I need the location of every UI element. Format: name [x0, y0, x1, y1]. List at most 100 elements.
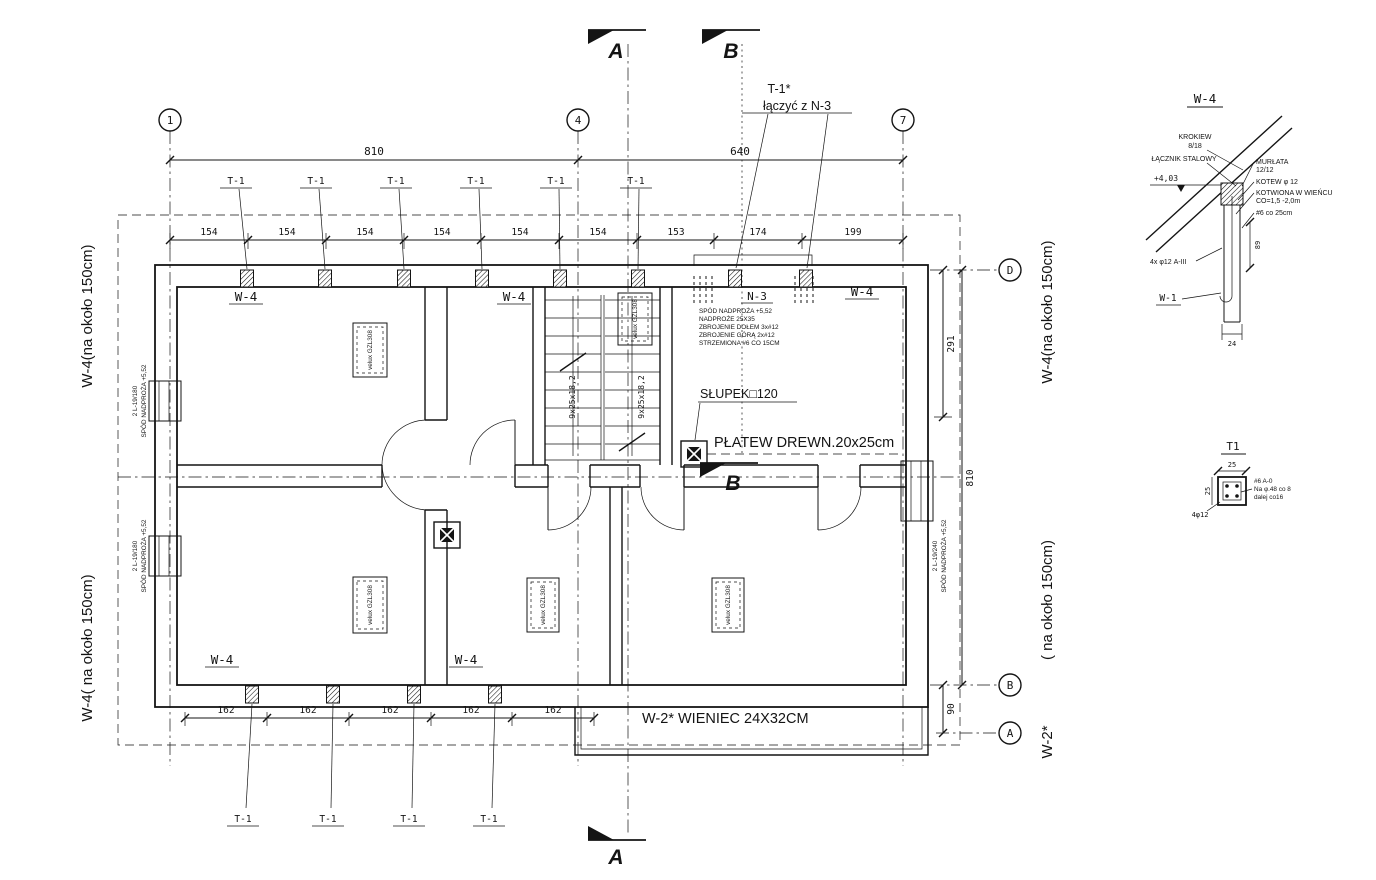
dim-seg: 154: [278, 227, 295, 238]
detail-w4-level: +4,03: [1154, 174, 1178, 183]
window-left-note: SPÓD NADPROŻA +5,52: [139, 364, 148, 437]
detail-w4-lacznik: ŁĄCZNIK STALOWY: [1151, 156, 1217, 163]
n3-line: SPÓD NADPROŻA +5,52: [699, 306, 772, 315]
side-labels: W-4(na około 150cm) W-4( na około 150cm)…: [79, 240, 1056, 758]
detail-t1-note: dalej co16: [1254, 494, 1284, 501]
dim-640: 640: [730, 145, 750, 158]
posts: [433, 440, 901, 549]
detail-w4-strzemiona: #6 co 25cm: [1256, 210, 1292, 217]
detail-w4-title: W-4: [1194, 91, 1217, 106]
t1-star-label: T-1*: [768, 82, 791, 96]
window-left-type: 2 L-19/180: [132, 540, 139, 571]
detail-t1-dim-left: 25: [1204, 487, 1212, 495]
stair-run-label: 9x25x18,2: [637, 375, 646, 419]
detail-w4-murlata: MURŁATA: [1256, 159, 1289, 166]
detail-w4-dim-24: 24: [1228, 340, 1236, 348]
doors: [381, 419, 862, 531]
window-left-type: 2 L-19/180: [132, 385, 139, 416]
t1-label: T-1: [319, 814, 336, 825]
t1-label: T-1: [480, 814, 497, 825]
dim-seg: 162: [544, 705, 561, 716]
n3-line: ZBROJENIE DOŁEM 3x#12: [699, 324, 779, 331]
velux-label: velux GZL308: [725, 585, 732, 625]
detail-w4: W-4 +4,03 KROKIEW 8/18 ŁĄCZNIK STALOWY M…: [1145, 91, 1333, 348]
dim-seg: 199: [844, 227, 861, 238]
w4-label: W-4: [211, 652, 234, 667]
dim-seg: 162: [381, 705, 398, 716]
detail-w4-dim-89: 89: [1254, 241, 1262, 249]
t1-labels-top: T-1 T-1 T-1 T-1 T-1 T-1: [220, 176, 652, 270]
dim-seg: 154: [200, 227, 217, 238]
dimension-right: 291 810 90: [934, 265, 976, 738]
stair-run-label: 9x25x18,2: [568, 375, 577, 419]
detail-w4-kotew: KOTEW φ 12: [1256, 179, 1298, 186]
t1-label: T-1: [627, 176, 644, 187]
detail-t1-dim-top: 25: [1228, 461, 1236, 469]
window-left-note: SPÓD NADPROŻA +5,52: [139, 519, 148, 592]
dim-seg: 162: [299, 705, 316, 716]
detail-t1-title: T1: [1226, 440, 1239, 453]
dim-seg: 174: [749, 227, 766, 238]
n3-line: ZBROJENIE GÓRĄ 2x#12: [699, 330, 775, 339]
window-labels: 2 L-19/180 SPÓD NADPROŻA +5,52 2 L-19/18…: [132, 364, 948, 592]
dim-seg: 154: [589, 227, 606, 238]
velux-label: velux GZL308: [632, 299, 639, 339]
t1-label: T-1: [227, 176, 244, 187]
t1-star-note: T-1* łączyć z N-3: [735, 82, 852, 269]
axis-4: 4: [575, 114, 582, 127]
detail-w4-kotwiona-spacing: CO=1,5 -2,0m: [1256, 198, 1300, 205]
t1-label: T-1: [467, 176, 484, 187]
wieniec-note: W-2* WIENIEC 24X32CM: [642, 711, 809, 727]
w4-label: W-4: [455, 652, 478, 667]
interior-walls: [177, 287, 906, 685]
t1-label: T-1: [547, 176, 564, 187]
w4-label: W-4: [235, 289, 258, 304]
detail-w4-w1: W-1: [1159, 293, 1176, 304]
t1-label: T-1: [234, 814, 251, 825]
n3-note: N-3 SPÓD NADPROŻA +5,52 NADPROŻE 25X35 Z…: [699, 290, 780, 347]
detail-t1: T1 25 25 #6 A-0 Na φ.48 co 8 dalej co16 …: [1192, 440, 1292, 519]
dimension-bottom: 162 162 162 162 162: [180, 705, 599, 726]
window-right-note: SPÓD NADPROŻA +5,52: [939, 519, 948, 592]
section-a-bottom: A: [607, 846, 623, 869]
t1-label: T-1: [400, 814, 417, 825]
detail-w4-kotwiona: KOTWIONA W WIEŃCU: [1256, 188, 1333, 197]
grid-axes: 1 4 7 D B A: [158, 108, 1022, 766]
window-left-upper: [148, 380, 182, 422]
velux-windows: velux GZL308 velux GZL308 velux GZL308 v…: [352, 292, 745, 634]
w4-labels: W-4 W-4 W-4 W-4 W-4: [205, 284, 879, 668]
window-right: [900, 460, 934, 522]
velux-label: velux GZL308: [367, 585, 374, 625]
axis-7: 7: [900, 114, 907, 127]
dim-810: 810: [364, 145, 384, 158]
dim-seg: 154: [511, 227, 528, 238]
wieniec-label: W-2* WIENIEC 24X32CM: [642, 711, 809, 727]
detail-t1-bars: 4φ12: [1192, 511, 1209, 519]
platew-label: PŁATEW DREWN.20x25cm: [714, 435, 894, 451]
window-right-type: 2 L-19/240: [932, 540, 939, 571]
window-left-lower: [148, 535, 182, 577]
lintel-n3-opening: [693, 276, 814, 304]
detail-w4-prety: 4x φ12 A-III: [1150, 259, 1186, 266]
section-a-top: A: [607, 40, 623, 63]
slupek-note: SŁUPEK□120: [694, 387, 797, 441]
side-label-right-note: ( na około 150cm): [1039, 540, 1056, 660]
section-markers: A B B A: [588, 29, 760, 869]
dimension-top: 810 640 154 154 154 154 154 154 153 174 …: [165, 145, 908, 249]
n3-title: N-3: [747, 290, 767, 303]
windows: [148, 380, 934, 577]
section-b-mid: B: [725, 472, 740, 495]
stairs: 9x25x18,2 9x25x18,2: [545, 295, 660, 461]
side-label-left-bottom: W-4( na około 150cm): [79, 574, 96, 721]
side-label-right-bottom: W-2*: [1039, 725, 1056, 758]
t1-star-link-label: łączyć z N-3: [763, 99, 831, 113]
t1-label: T-1: [387, 176, 404, 187]
roof-outline: [117, 214, 961, 746]
detail-w4-murlata-size: 12/12: [1256, 167, 1274, 174]
detail-t1-note: #6 A-0: [1254, 478, 1273, 485]
wall-piers: [240, 269, 813, 704]
t1-labels-bottom: T-1 T-1 T-1 T-1: [227, 703, 505, 827]
axis-1: 1: [167, 114, 174, 127]
